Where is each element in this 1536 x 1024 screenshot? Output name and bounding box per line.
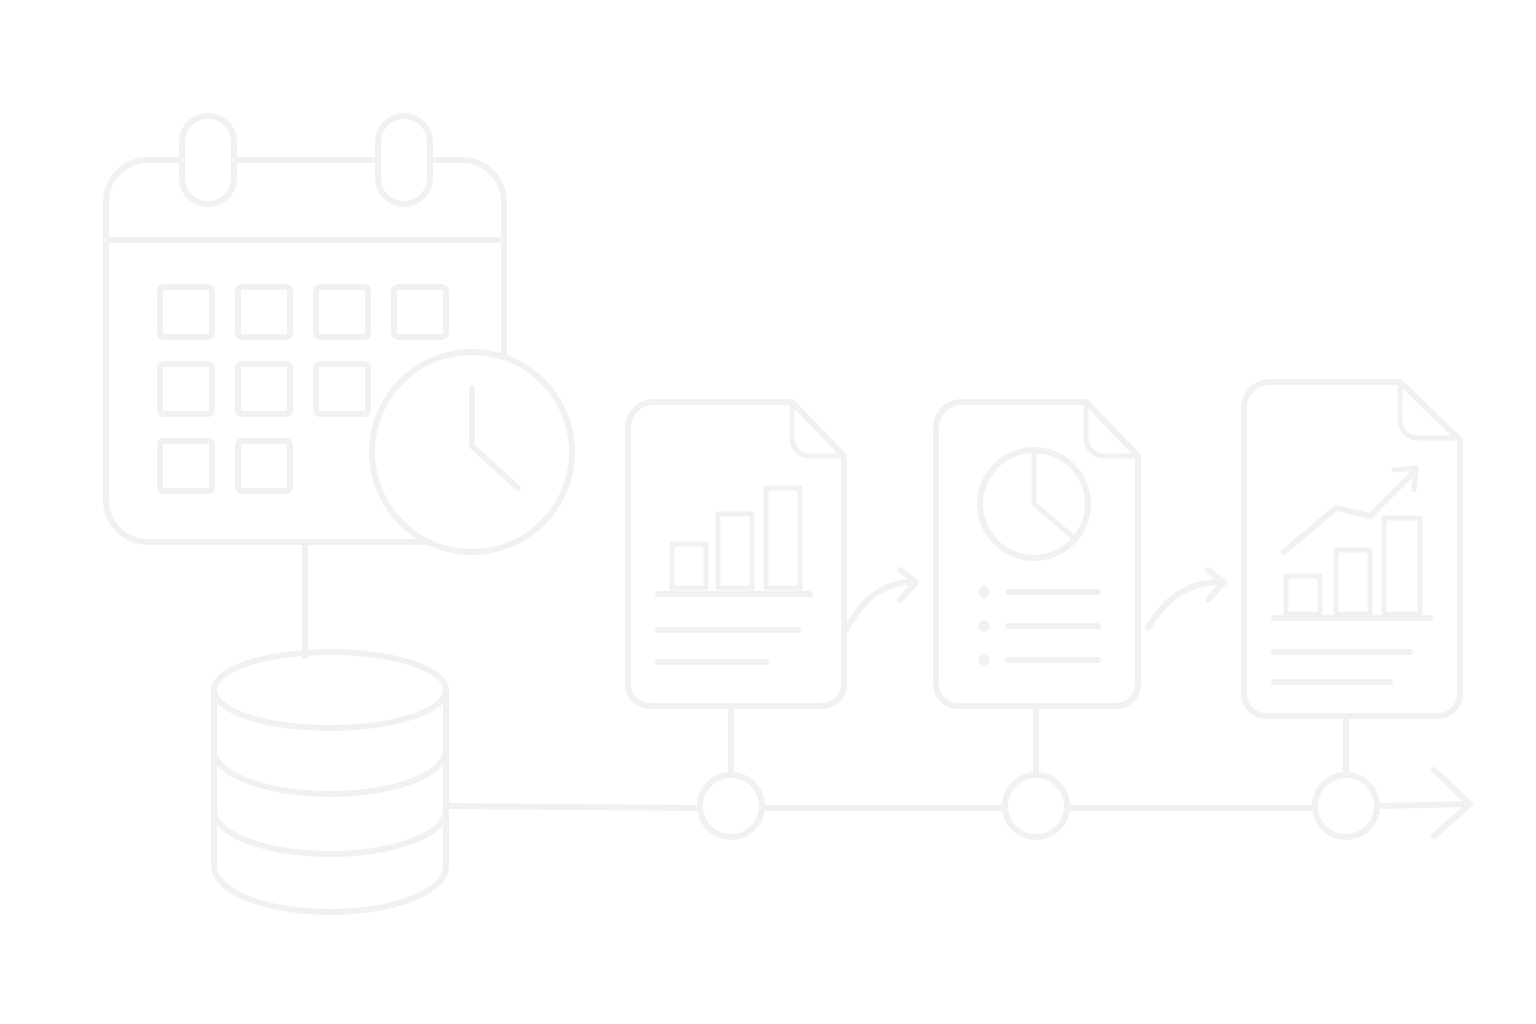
timeline-node (1312, 772, 1380, 840)
curved-arrow-icon (843, 567, 919, 633)
database-icon (211, 649, 449, 915)
timeline (443, 703, 1473, 840)
pie-chart-report-icon (933, 399, 1141, 709)
timeline-node (697, 772, 765, 840)
clock-icon (369, 349, 575, 555)
timeline-node (1002, 772, 1070, 840)
trend-chart-report-icon (1241, 379, 1463, 719)
curved-arrow-icon (1145, 567, 1227, 631)
arrow-right-icon (1431, 767, 1473, 839)
bar-chart-report-icon (625, 399, 847, 709)
